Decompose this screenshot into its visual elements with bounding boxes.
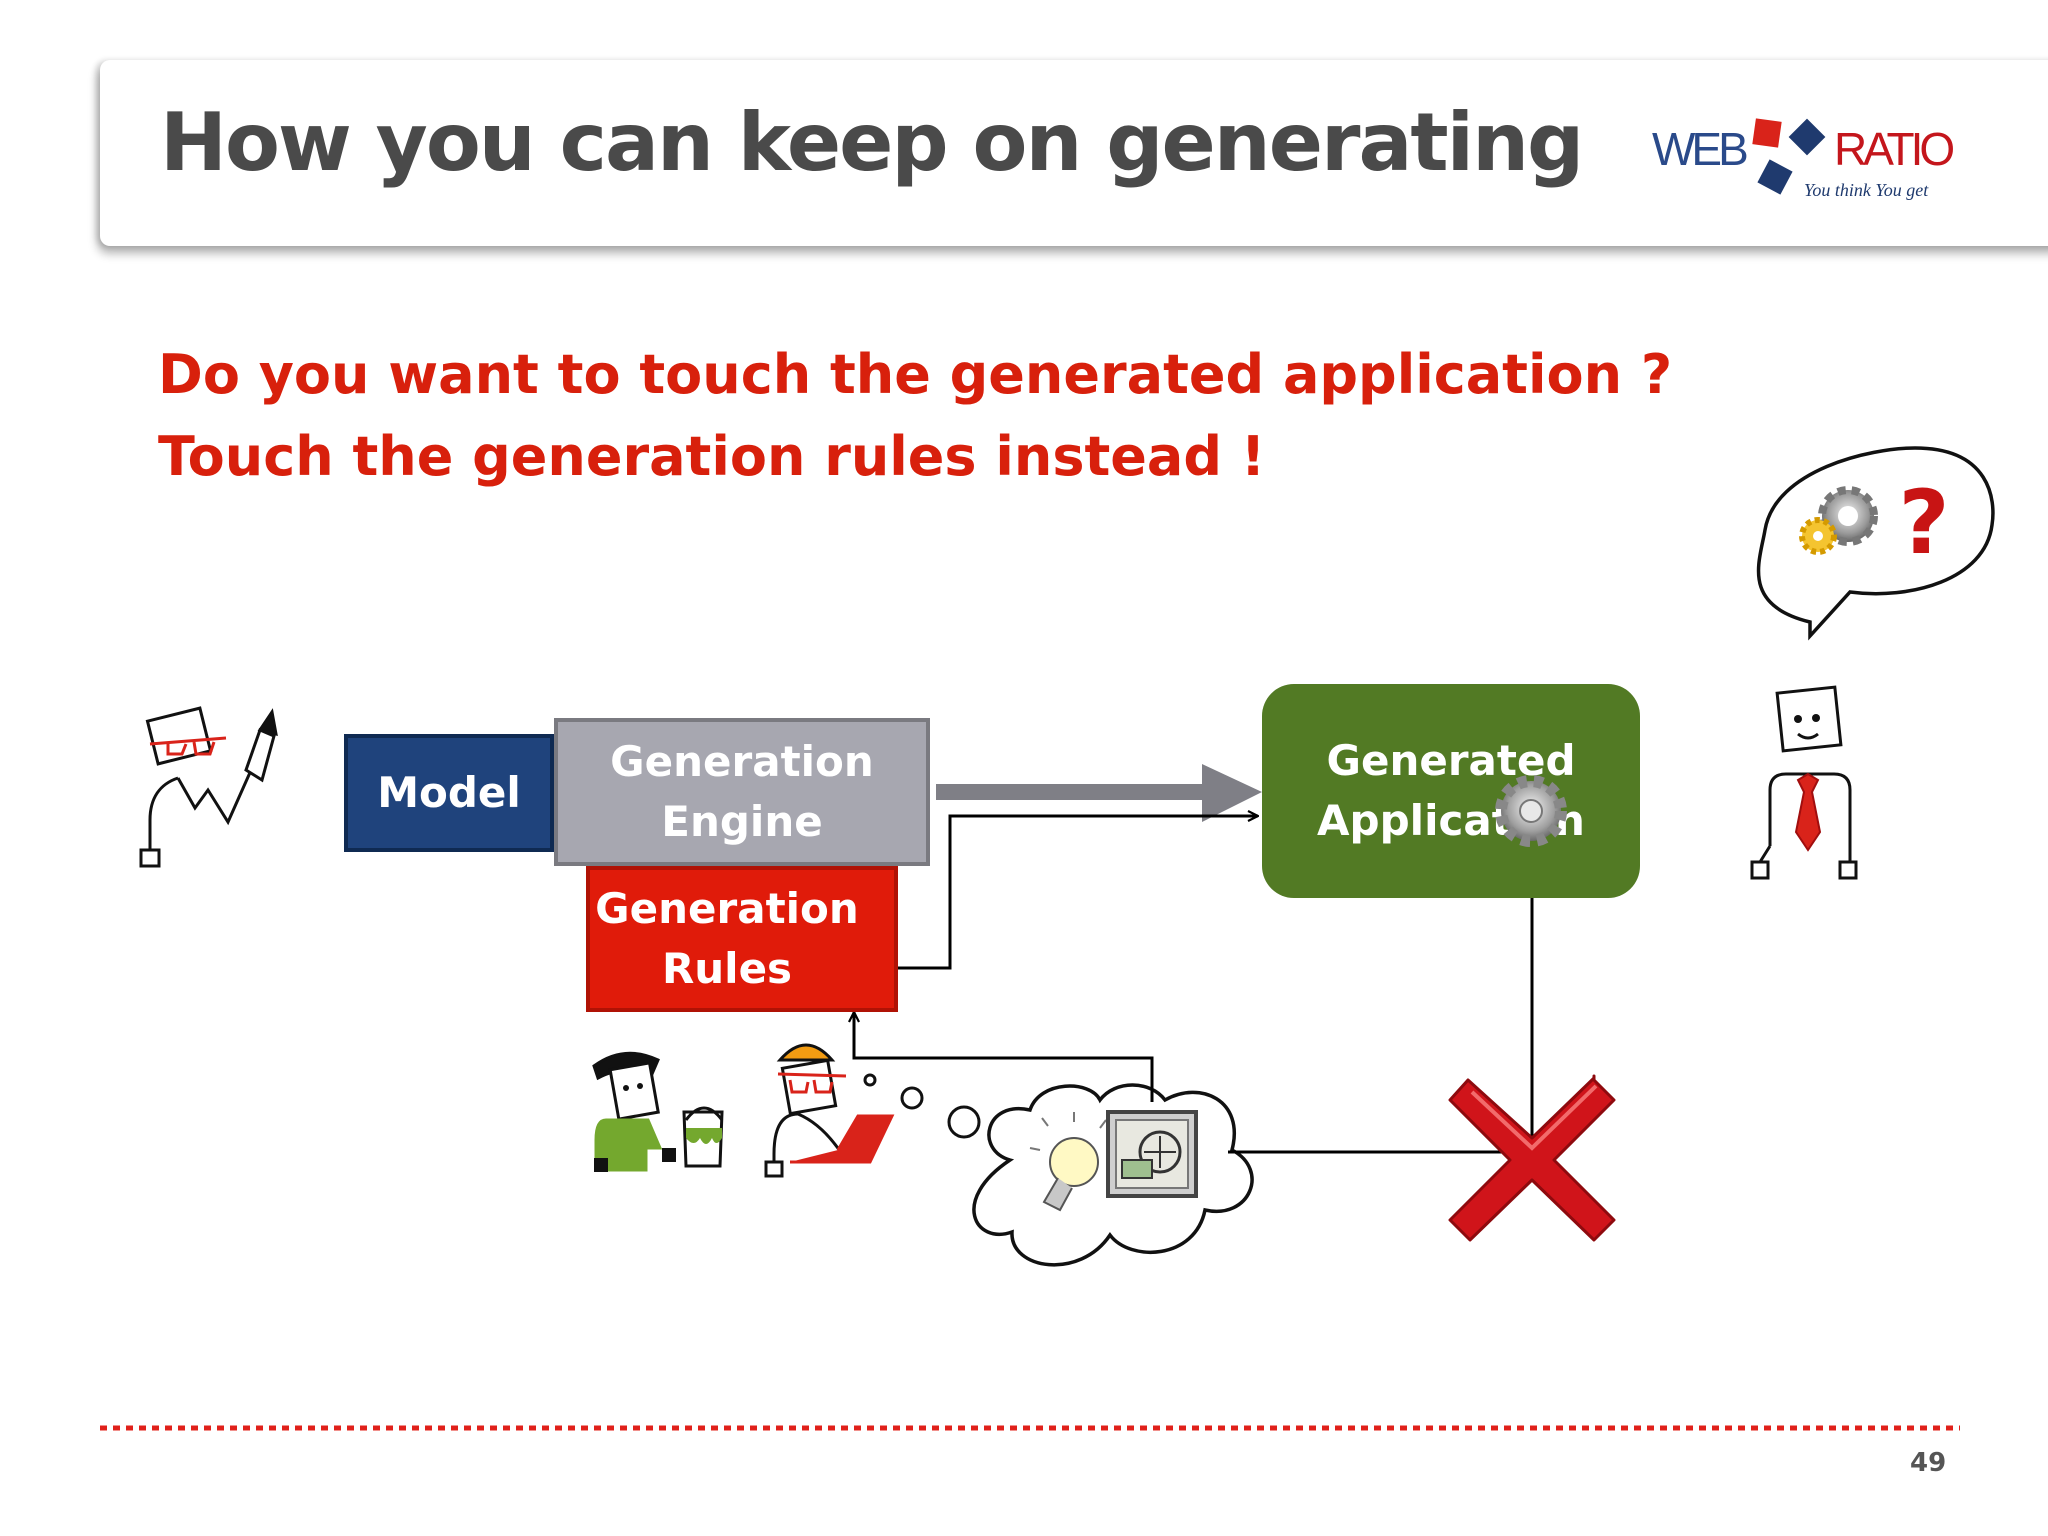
lightbulb-icon: [1029, 1112, 1107, 1212]
speech-question-mark: ?: [1898, 471, 1949, 574]
rules-label-line-1: Generation: [595, 884, 859, 933]
machine-icon: [1106, 1110, 1198, 1198]
process-arrow: [936, 764, 1262, 822]
question-line-1: Do you want to touch the generated appli…: [158, 343, 1673, 406]
question-line-2: Touch the generation rules instead !: [158, 425, 1266, 488]
gear-icon-bubble: [1799, 486, 1878, 555]
speech-bubble-icon: [1756, 446, 1995, 641]
webratio-logo: WEB RATIO You think You get: [1646, 118, 1966, 208]
model-label: Model: [377, 768, 521, 817]
generation-rules-box: Generation Rules: [586, 866, 898, 1012]
artist-icon: [592, 1051, 724, 1172]
business-user-icon: [1750, 685, 1858, 880]
page-number: 49: [1910, 1448, 1947, 1478]
question-text: Do you want to touch the generated appli…: [158, 334, 1672, 498]
logo-text-ratio: RATIO: [1834, 123, 1955, 175]
engine-label-line-1: Generation: [610, 737, 874, 786]
logo-tagline: You think You get: [1804, 180, 1929, 200]
generated-application-box: Generated Application: [1262, 684, 1640, 898]
rules-label-line-2: Rules: [661, 944, 793, 993]
logo-text-web: WEB: [1652, 123, 1749, 175]
connector-rules-to-app: [896, 816, 1258, 970]
slide-title: How you can keep on generating: [160, 96, 1584, 189]
developer-icon: [764, 1043, 981, 1178]
engine-label-line-2: Engine: [661, 797, 823, 846]
header-bar: [100, 60, 2048, 246]
app-label-line-1: Generated: [1326, 736, 1576, 785]
connector-idea-to-rules: [854, 1012, 1154, 1102]
model-box: Model: [344, 734, 554, 852]
red-x-icon: [1448, 1074, 1616, 1242]
generation-engine-box: Generation Engine: [554, 718, 930, 866]
gear-icon: [1495, 775, 1567, 847]
designer-icon: [139, 706, 278, 868]
